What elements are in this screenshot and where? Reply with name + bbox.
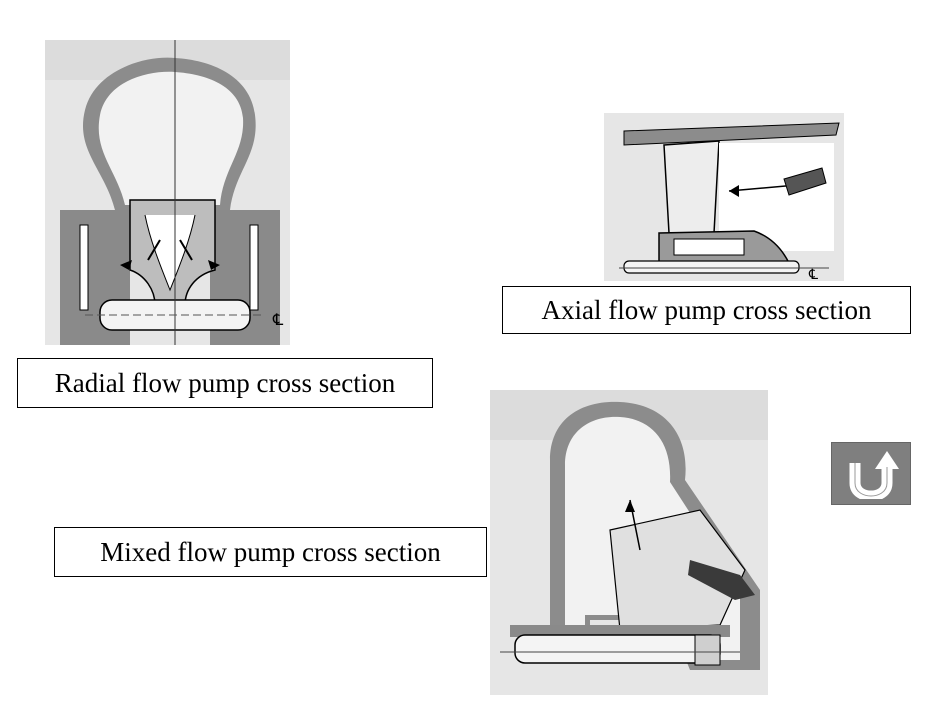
radial-centerline-mark: ℄: [272, 310, 284, 329]
axial-caption: Axial flow pump cross section: [502, 286, 911, 334]
mixed-shaft: [514, 634, 721, 664]
radial-caption: Radial flow pump cross section: [17, 358, 433, 408]
return-button[interactable]: [831, 442, 911, 505]
radial-volute-channel: [98, 71, 244, 206]
axial-pump-figure: ℄: [604, 113, 844, 281]
mixed-pump-figure: [490, 390, 768, 695]
radial-pump-figure: ℄: [45, 40, 290, 345]
axial-centerline-mark: ℄: [808, 267, 818, 281]
axial-shaft: [623, 260, 800, 274]
mixed-caption: Mixed flow pump cross section: [54, 527, 487, 577]
axial-casing-wall: [623, 122, 840, 146]
u-turn-arrow-icon: [849, 450, 899, 499]
